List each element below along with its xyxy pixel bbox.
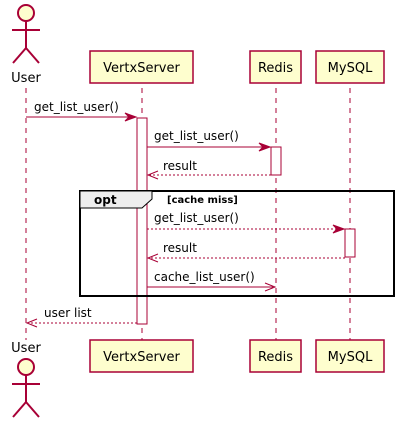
participant-mysql-top: MySQL: [315, 50, 385, 84]
participant-vertx-label-top: VertxServer: [103, 61, 180, 76]
message-label: cache_list_user(): [154, 270, 255, 284]
participant-mysql-label-bottom: MySQL: [328, 350, 373, 365]
activation-vertx: [136, 117, 148, 325]
message-user-list: user list: [25, 306, 137, 328]
message-label: get_list_user(): [154, 129, 239, 143]
actor-user-label-top: User: [11, 71, 41, 86]
message-label: get_list_user(): [34, 100, 119, 114]
participant-redis-label-bottom: Redis: [258, 350, 293, 365]
participant-redis-label-top: Redis: [258, 61, 293, 76]
actor-user-bottom: [12, 358, 40, 418]
activation-mysql: [344, 228, 356, 258]
message-label: user list: [44, 306, 92, 320]
participant-mysql-bottom: MySQL: [315, 339, 385, 373]
message-get-list-user-2: get_list_user(): [147, 129, 272, 152]
participant-redis-top: Redis: [249, 50, 302, 84]
participant-vertx-bottom: VertxServer: [89, 339, 194, 373]
actor-user-label-bottom: User: [11, 341, 41, 356]
message-cache-list-user: cache_list_user(): [147, 270, 277, 292]
opt-keyword: opt: [94, 193, 117, 207]
message-result-1: result: [146, 159, 271, 180]
activation-redis: [270, 146, 282, 176]
message-get-list-user-3: get_list_user(): [147, 211, 346, 234]
message-label: get_list_user(): [154, 211, 239, 225]
message-label: result: [163, 241, 197, 255]
participant-vertx-top: VertxServer: [89, 50, 194, 84]
opt-guard: [cache miss]: [167, 195, 238, 206]
message-get-list-user-1: get_list_user(): [26, 100, 138, 122]
actor-user-top: [12, 4, 40, 64]
participant-mysql-label-top: MySQL: [328, 61, 373, 76]
message-label: result: [163, 159, 197, 173]
participant-redis-bottom: Redis: [249, 339, 302, 373]
opt-fragment: opt [cache miss]: [79, 190, 395, 297]
participant-vertx-label-bottom: VertxServer: [103, 350, 180, 365]
message-result-2: result: [146, 241, 345, 263]
